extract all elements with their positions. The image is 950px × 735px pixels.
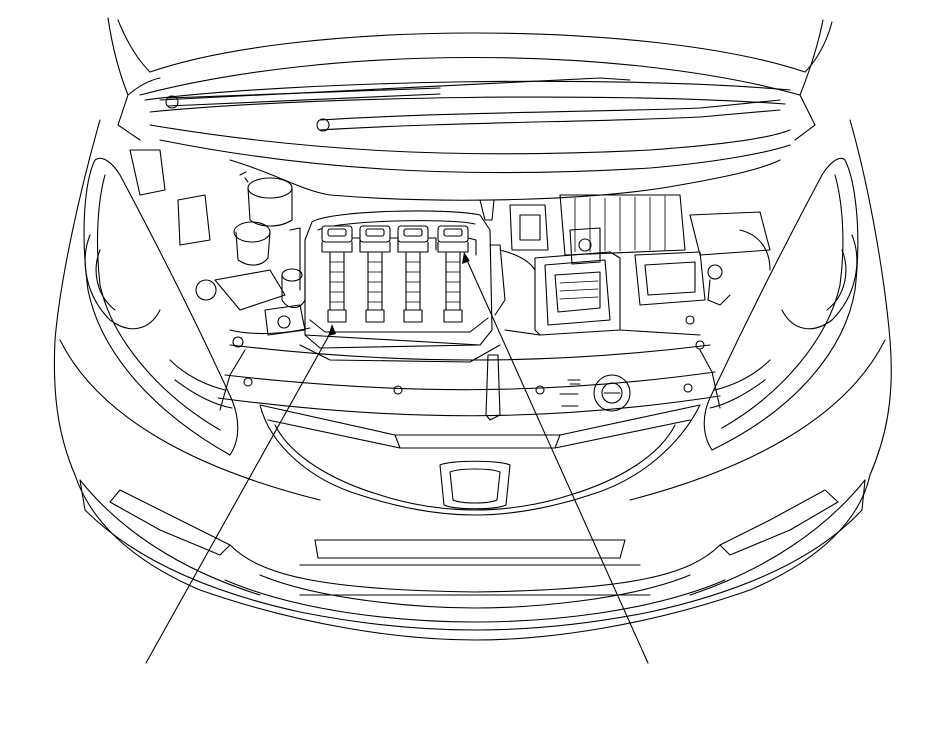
ignition-coils — [321, 225, 477, 323]
headlight-left — [83, 157, 239, 456]
headlight-right — [703, 157, 859, 451]
engine-bay-right — [499, 194, 771, 350]
front-body — [53, 119, 892, 641]
ignition-coil-2 — [359, 225, 399, 323]
engine-bay-left — [129, 149, 311, 348]
ignition-coil-1 — [321, 225, 361, 323]
ignition-coil-4 — [437, 225, 477, 323]
open-hood — [107, 17, 833, 141]
brand-logo — [439, 460, 511, 510]
callout-right — [462, 252, 649, 664]
engine-cylinder-head — [299, 199, 506, 363]
cowl-and-wipers — [144, 77, 791, 201]
front-bumper — [79, 479, 866, 631]
callout-left — [145, 324, 336, 664]
front-grille — [259, 404, 701, 516]
radiator-support — [217, 344, 721, 421]
ignition-coil-3 — [397, 225, 437, 323]
